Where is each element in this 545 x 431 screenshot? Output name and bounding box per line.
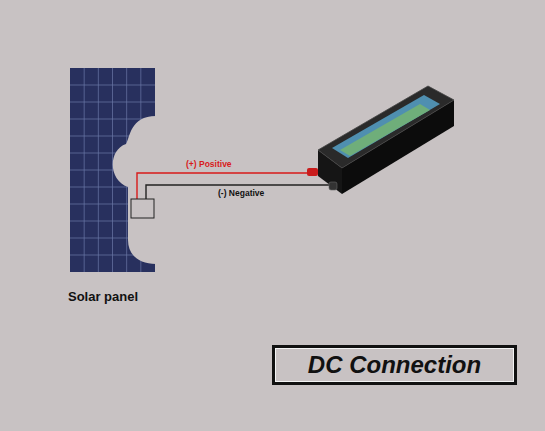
negative-wire [146, 185, 332, 199]
part-name: Solar panel [68, 290, 138, 304]
title-box: DC Connection [272, 345, 517, 385]
wire-label: (+) Positive [186, 160, 232, 169]
panel-cutout [113, 116, 156, 264]
inverter-panel-band [340, 104, 430, 156]
inverter [307, 86, 454, 194]
junction-box [131, 199, 154, 218]
panel-cells [70, 68, 155, 272]
cell-line [70, 102, 155, 103]
panel-body [70, 68, 155, 272]
solar-panel [70, 68, 156, 272]
wires [137, 173, 332, 199]
positive-wire [137, 173, 308, 199]
cell-line [70, 85, 155, 86]
positive-terminal [307, 168, 318, 176]
negative-terminal [329, 182, 337, 190]
inverter-panel [332, 95, 440, 158]
box-title: DC Connection [308, 351, 481, 379]
wire-label: (-) Negative [218, 189, 264, 198]
inverter-top [318, 86, 454, 168]
